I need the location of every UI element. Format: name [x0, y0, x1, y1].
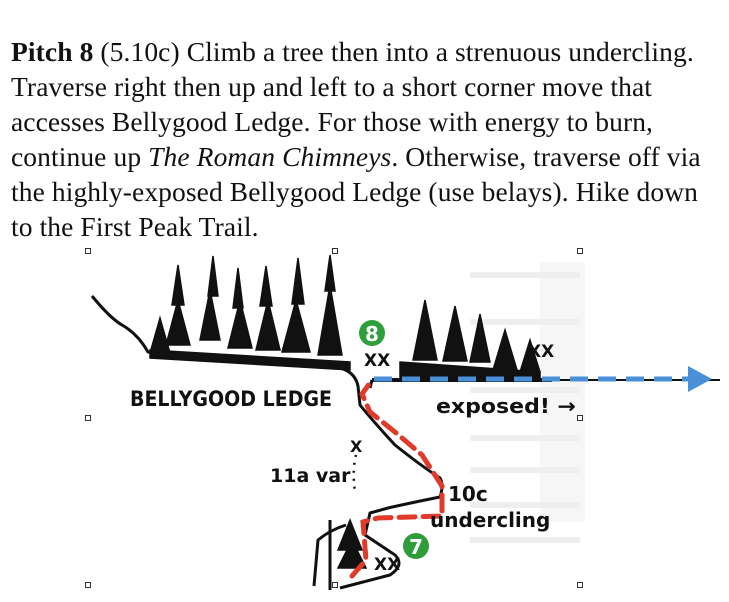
ledge-label: BELLYGOOD LEDGE: [130, 387, 332, 411]
resize-handle-top-left[interactable]: [85, 248, 91, 254]
tree-icon: [149, 254, 542, 569]
pitch-text-2: . Otherwise, traverse off via the highly…: [11, 140, 701, 242]
exposed-label: exposed! →: [436, 394, 576, 418]
resize-handle-top-right[interactable]: [577, 248, 583, 254]
variation-line: [352, 454, 358, 493]
anchor-top-right: XX: [528, 342, 554, 362]
pitch-description: Pitch 8 (5.10c) Climb a tree then into a…: [11, 34, 723, 244]
variation-label: 11a var: [270, 465, 351, 487]
resize-handle-bottom-center[interactable]: [332, 582, 338, 588]
resize-handle-middle-left[interactable]: [85, 415, 91, 421]
route-line: [349, 377, 445, 579]
resize-handle-bottom-left[interactable]: [85, 582, 91, 588]
pitch-title: Pitch 8: [11, 35, 94, 67]
route-name: The Roman Chimneys: [148, 140, 392, 172]
resize-handle-middle-right[interactable]: [577, 415, 583, 421]
resize-handle-top-center[interactable]: [332, 248, 338, 254]
pitch-grade: (5.10c): [93, 35, 187, 67]
grade-label: 10c: [448, 482, 488, 506]
bolt-mark: X: [350, 437, 363, 456]
belay-8-number: 8: [365, 322, 379, 346]
faded-background: [470, 262, 585, 543]
crux-label: undercling: [430, 508, 550, 532]
belay-badge-icon: 8 7: [359, 320, 429, 559]
belay-7-number: 7: [409, 535, 423, 559]
anchor-top-left: XX: [364, 351, 390, 371]
pitch-text-1: Climb a tree then into a strenuous under…: [11, 35, 694, 172]
arrow-right-icon: [374, 366, 712, 392]
resize-handle-bottom-right[interactable]: [577, 582, 583, 588]
anchor-bottom: XX: [374, 555, 400, 575]
